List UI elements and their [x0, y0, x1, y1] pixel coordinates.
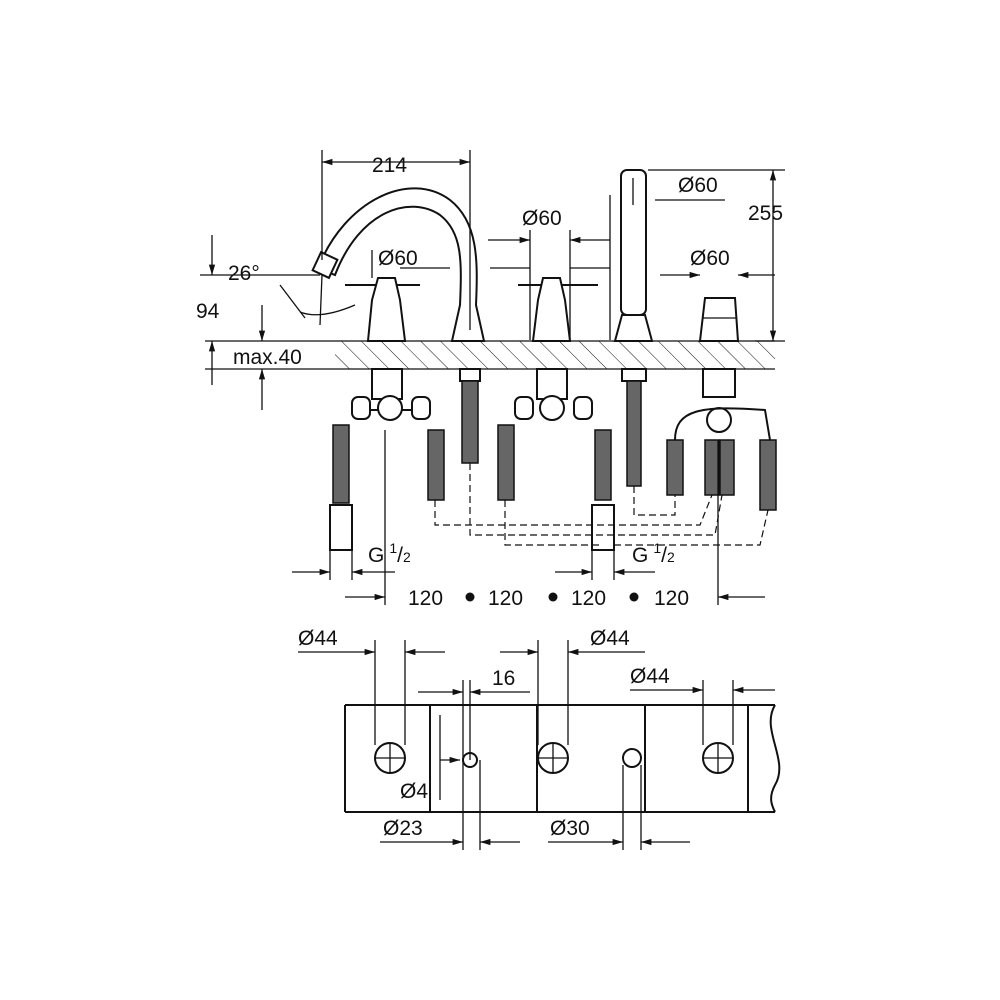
hole-shower — [622, 748, 642, 768]
spacing-3: 120 — [571, 587, 606, 610]
spout-reach-label: 214 — [372, 154, 407, 177]
valve-left-diameter: Ø60 — [378, 247, 418, 270]
plan-hole-mid-diameter: Ø44 — [590, 627, 630, 650]
spacing-2: 120 — [488, 587, 523, 610]
diverter — [666, 297, 777, 511]
spacing-dot — [629, 592, 639, 602]
spacing-dot — [548, 592, 558, 602]
plan-hole-right-diameter: Ø44 — [630, 665, 670, 688]
spacing-1: 120 — [408, 587, 443, 610]
shower-diameter: Ø60 — [678, 174, 718, 197]
plan-small-hole-diameter: Ø4 — [400, 780, 428, 803]
deck-section — [205, 340, 775, 370]
diverter-diameter: Ø60 — [690, 247, 730, 270]
elevation-dimensions: 214 255 26° 94 max.40 Ø60 Ø60 Ø60 Ø60 — [196, 150, 785, 610]
spout-angle-label: 26° — [228, 262, 260, 285]
plan-spout-hole-diameter: Ø23 — [383, 817, 423, 840]
spacing-dot — [465, 592, 475, 602]
total-height-label: 255 — [748, 202, 783, 225]
plan-view: Ø44 Ø44 Ø44 16 Ø4 Ø23 Ø30 — [298, 627, 781, 850]
spout — [311, 187, 486, 464]
plan-offset-label: 16 — [492, 667, 515, 690]
valve-middle-diameter: Ø60 — [522, 207, 562, 230]
hand-shower — [613, 169, 654, 487]
valve-middle — [497, 277, 615, 551]
spout-height-label: 94 — [196, 300, 220, 323]
valve-left — [329, 277, 445, 551]
max-deck-label: max.40 — [233, 346, 302, 369]
spacing-4: 120 — [654, 587, 689, 610]
plan-hole-left-diameter: Ø44 — [298, 627, 338, 650]
plan-shower-hole-diameter: Ø30 — [550, 817, 590, 840]
hose-routes — [434, 463, 769, 546]
